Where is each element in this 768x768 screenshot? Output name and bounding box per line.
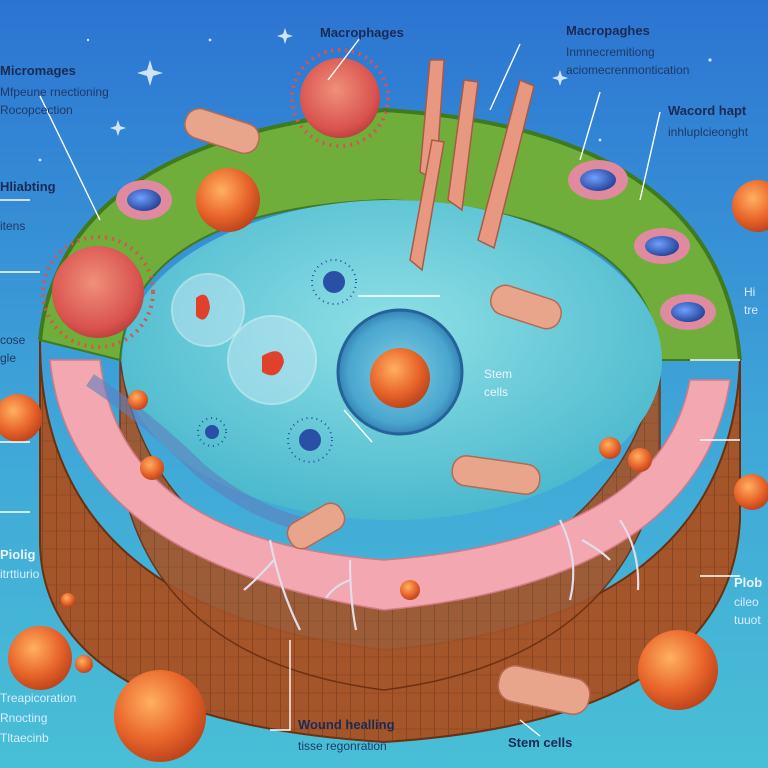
stem-cell-nucleus bbox=[370, 348, 430, 408]
label-right-fragment-1: Hi bbox=[744, 285, 756, 299]
label-right-fragment-2: tre bbox=[744, 303, 759, 317]
tissue-top-edge bbox=[38, 107, 742, 361]
label-left-sub1: Mfpeune rnectioning bbox=[0, 85, 109, 99]
label-left-low-sub: itrttiurio bbox=[0, 567, 40, 581]
macrophage-top bbox=[290, 48, 390, 148]
label-bottom-right-stem: Stem cells bbox=[508, 735, 573, 750]
vesicle-content-1 bbox=[196, 294, 210, 320]
label-top-right-title: Macropaghes bbox=[566, 23, 650, 38]
red-blood-cells bbox=[116, 160, 716, 330]
label-right-title: Wacord hapt bbox=[668, 103, 747, 118]
label-left-small-2: gle bbox=[0, 351, 17, 365]
label-top-right-sub2: aciomecrenmontication bbox=[566, 63, 690, 77]
vesicle-content-2 bbox=[262, 351, 284, 376]
fibroblast-strands bbox=[409, 59, 535, 272]
nerve-branches bbox=[243, 519, 640, 631]
orange-cells bbox=[0, 168, 768, 762]
label-bottom-center-sub: tisse regonration bbox=[298, 739, 387, 753]
macrophage-left bbox=[41, 235, 155, 349]
label-left-mid-sub: itens bbox=[0, 219, 26, 233]
label-top-right-sub1: Inmnecremitiong bbox=[566, 45, 655, 59]
spiky-blue-cells bbox=[197, 259, 357, 463]
label-center-stem-2: cells bbox=[484, 385, 509, 399]
label-bottom-center-title: Wound healling bbox=[298, 717, 395, 732]
label-right-sub: inhluplcieonght bbox=[668, 125, 749, 139]
blood-vessel bbox=[86, 374, 332, 537]
collagen-fibers bbox=[184, 107, 591, 715]
label-bottom-left-1: Treapicoration bbox=[0, 691, 77, 705]
annotation-lines bbox=[0, 37, 740, 737]
label-left-low-title: Piolig bbox=[0, 547, 36, 562]
label-top-center-title: Macrophages bbox=[320, 25, 404, 40]
label-right-low-title: Plob bbox=[734, 575, 763, 590]
label-center-stem-1: Stem bbox=[484, 367, 513, 381]
label-left-mid-title: Hliabting bbox=[0, 179, 56, 194]
label-right-low-sub1: cileo bbox=[734, 595, 759, 609]
label-bottom-left-3: Tltaecinb bbox=[0, 731, 49, 745]
label-left-title: Micromages bbox=[0, 63, 76, 78]
label-left-small-1: cose bbox=[0, 333, 26, 347]
pink-tissue-layer bbox=[49, 359, 731, 611]
label-left-sub2: Rocopcection bbox=[0, 103, 73, 117]
label-right-low-sub2: tuuot bbox=[734, 613, 761, 627]
label-bottom-left-2: Rnocting bbox=[0, 711, 48, 725]
